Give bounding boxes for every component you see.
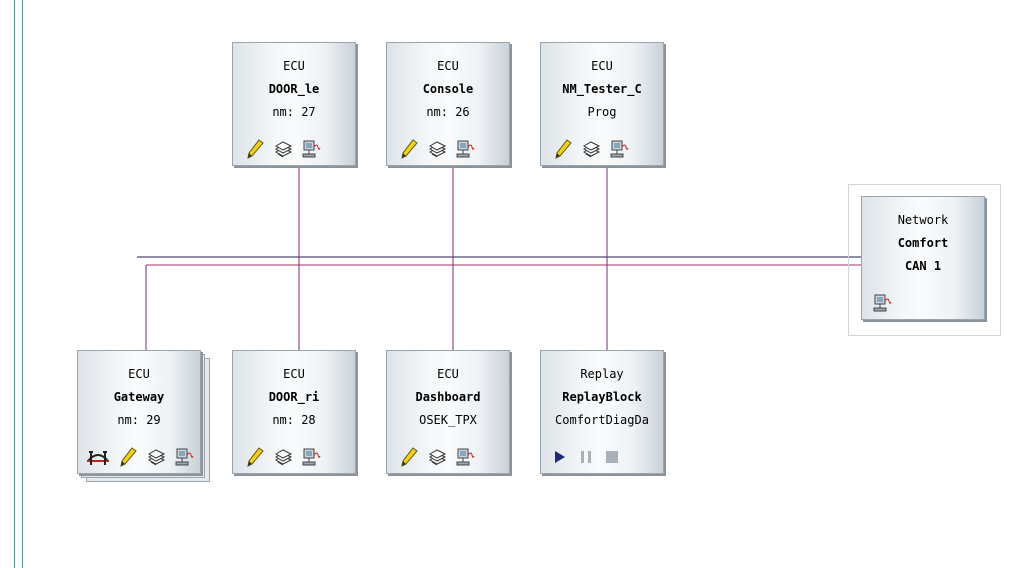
network-card-icon[interactable] xyxy=(174,447,194,467)
block-type-label: ECU xyxy=(128,367,150,381)
block-name: ReplayBlock xyxy=(562,390,642,404)
pencil-icon[interactable] xyxy=(553,139,573,159)
network-card-icon[interactable] xyxy=(301,139,321,159)
block-type-label: ECU xyxy=(283,59,305,73)
network-card-icon[interactable] xyxy=(609,139,629,159)
play-icon[interactable] xyxy=(553,450,567,464)
pause-icon[interactable] xyxy=(579,450,593,464)
pencil-icon[interactable] xyxy=(399,447,419,467)
block-type-label: ECU xyxy=(283,367,305,381)
pencil-icon[interactable] xyxy=(399,139,419,159)
block-name: Console xyxy=(422,82,474,96)
ecu-block-door-ri[interactable]: ECU DOOR_ri nm: 28 xyxy=(232,350,356,474)
block-detail: nm: 29 xyxy=(117,413,161,427)
database-icon[interactable] xyxy=(581,139,601,159)
ecu-block-door-le[interactable]: ECU DOOR_le nm: 27 xyxy=(232,42,356,166)
ecu-block-nm-tester[interactable]: ECU NM_Tester_C Prog xyxy=(540,42,664,166)
left-border-rule xyxy=(14,0,15,568)
block-detail: nm: 26 xyxy=(426,105,470,119)
bridge-icon[interactable] xyxy=(86,447,110,467)
database-icon[interactable] xyxy=(146,447,166,467)
database-icon[interactable] xyxy=(427,139,447,159)
block-detail: nm: 28 xyxy=(272,413,316,427)
stop-icon[interactable] xyxy=(605,450,619,464)
network-card-icon[interactable] xyxy=(872,293,892,313)
block-detail: Prog xyxy=(587,105,617,119)
block-detail: OSEK_TPX xyxy=(419,413,477,427)
database-icon[interactable] xyxy=(273,447,293,467)
block-type-label: ECU xyxy=(437,367,459,381)
block-name: Gateway xyxy=(113,390,165,404)
ecu-block-dashboard[interactable]: ECU Dashboard OSEK_TPX xyxy=(386,350,510,474)
block-type-label: ECU xyxy=(591,59,613,73)
block-name: Dashboard xyxy=(415,390,481,404)
pencil-icon[interactable] xyxy=(245,139,265,159)
block-detail: ComfortDiagDa xyxy=(555,413,649,427)
ecu-block-console[interactable]: ECU Console nm: 26 xyxy=(386,42,510,166)
network-card-icon[interactable] xyxy=(455,447,475,467)
replay-block[interactable]: Replay ReplayBlock ComfortDiagDa xyxy=(540,350,664,474)
network-card-icon[interactable] xyxy=(301,447,321,467)
network-name: Comfort xyxy=(897,236,949,250)
network-card-icon[interactable] xyxy=(455,139,475,159)
database-icon[interactable] xyxy=(427,447,447,467)
block-name: NM_Tester_C xyxy=(562,82,642,96)
pencil-icon[interactable] xyxy=(245,447,265,467)
block-name: DOOR_ri xyxy=(268,390,320,404)
network-block-comfort[interactable]: Network Comfort CAN 1 xyxy=(861,196,985,320)
block-type-label: Replay xyxy=(580,367,624,381)
ecu-block-gateway[interactable]: ECU Gateway nm: 29 xyxy=(77,350,201,474)
database-icon[interactable] xyxy=(273,139,293,159)
network-subtitle: CAN 1 xyxy=(904,259,942,273)
network-selection-frame xyxy=(848,184,1001,336)
block-name: DOOR_le xyxy=(268,82,320,96)
network-type-label: Network xyxy=(897,213,949,227)
block-type-label: ECU xyxy=(437,59,459,73)
left-border-rule-inner xyxy=(22,0,23,568)
block-detail: nm: 27 xyxy=(272,105,316,119)
pencil-icon[interactable] xyxy=(118,447,138,467)
